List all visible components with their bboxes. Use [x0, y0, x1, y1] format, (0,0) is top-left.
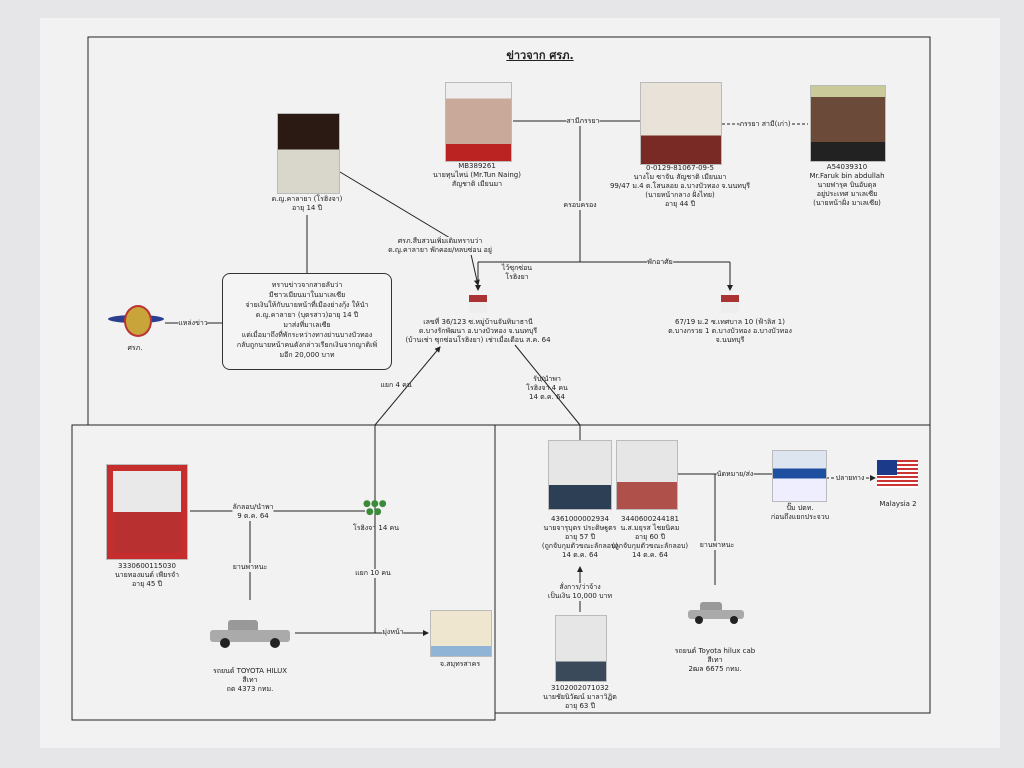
- split-4-label: แยก 4 คน: [380, 381, 412, 389]
- truck-caption: รถยนต์ TOYOTA HILUX สีเทา ถต 4373 กทม.: [212, 667, 288, 693]
- investigation-label: ศรภ.สืบสวนเพิ่มเติมทราบว่า ด.ญ.คาลายา พั…: [388, 237, 492, 255]
- ptt-caption: ปั๊ม ปตท. ก่อนถึงแยกประจวบ: [770, 504, 830, 521]
- vehicle-label: ยานพาหนะ: [699, 541, 735, 550]
- pickup-truck-icon: [688, 602, 744, 624]
- agency-logo-icon: [108, 305, 164, 337]
- suspect-jarubut-photo: [548, 440, 612, 510]
- appoint-label: นัดหมาย/ส่ง: [716, 470, 754, 479]
- people-group-icon: ●●● ●●: [363, 499, 387, 517]
- girl-photo: [277, 113, 340, 194]
- hire-label: สั่งการ/ว่าจ้าง เป็นเงิน 10,000 บาท: [547, 583, 613, 601]
- girl-caption: ด.ญ.คาลายา (โรฮิงจา) อายุ 14 ปี: [271, 195, 343, 212]
- suspect-thongmon-caption: 3330600115030 นายทองมนต์ เพียรจำ อายุ 45…: [114, 562, 180, 588]
- wife-caption: 0-0129-81067-09-5 นางโม ซาจัน สัญชาติ เม…: [609, 164, 751, 208]
- house-icon: [721, 295, 739, 313]
- ex-spouse-label: ภรรยา สามี(เก่า): [739, 120, 791, 129]
- hide-label: ไว้ซุกซ่อน โรฮิงยา: [501, 264, 533, 282]
- bottom-right-frame: [494, 424, 931, 714]
- house-icon: [469, 295, 487, 313]
- tun-naing-caption: MB389261 นายทุนไหน่ (Mr.Tun Naing) สัญชา…: [433, 162, 521, 188]
- suspect-mayuret-caption: 3440600244181 น.ส.มยุรส ไชยนิคม อายุ 60 …: [611, 515, 689, 559]
- suspect-thongmon-photo: [106, 464, 188, 560]
- possess-label: ครอบครอง: [563, 201, 597, 210]
- map-icon: [430, 610, 492, 657]
- destination-label: ปลายทาง: [835, 474, 865, 483]
- malaysia-label: Malaysia 2: [879, 500, 917, 508]
- tun-naing-photo: [445, 82, 512, 162]
- suspect-jarubut-caption: 4361000002934 นายจารุบุตร ประดิษฐูตร อาย…: [541, 515, 619, 559]
- wife-photo: [640, 82, 722, 165]
- smuggle-label: ลักลอบ/นำพา 9 ต.ค. 64: [232, 503, 274, 521]
- page-title: ข่าวจาก ศรภ.: [506, 49, 574, 62]
- pickup-label: รับ/นำพา โรฮิงจา 4 คน 14 ต.ค. 64: [526, 375, 568, 401]
- agency-label: ศรภ.: [127, 344, 143, 352]
- vehicle-label: ยานพาหนะ: [232, 563, 268, 572]
- truck-caption: รถยนต์ Toyota hilux cab สีเทา 2ฒล 6675 ก…: [674, 647, 756, 673]
- intel-note-box: ทราบข่าวจากสายลับว่า มีชาวเมียนมาในมาเลเ…: [222, 273, 392, 370]
- pickup-truck-icon: [210, 620, 290, 648]
- spouse-label: สามีภรรยา: [566, 117, 600, 126]
- heading-label: มุ่งหน้า: [382, 628, 404, 637]
- malaysia-flag-icon: [877, 460, 918, 488]
- reside-label: พักอาศัย: [647, 258, 673, 267]
- group-label: โรฮิงจา 14 คน: [352, 524, 400, 532]
- source-label: แหล่งข่าว: [178, 319, 208, 328]
- house2-address: 67/19 ม.2 ซ.เทศบาล 10 (ฟ้าลิส 1) ต.บางกร…: [668, 318, 792, 344]
- split-10-label: แยก 10 คน: [355, 569, 391, 578]
- faruk-photo: [810, 85, 886, 162]
- suspect-chainiwat-photo: [555, 615, 607, 682]
- faruk-caption: A54039310 Mr.Faruk bin abdullah นายฟารุค…: [809, 163, 885, 207]
- house1-address: เลขที่ 36/123 ซ.หมู่บ้านจันทิมาธานี ต.บา…: [405, 318, 551, 344]
- ptt-station-photo: [772, 450, 827, 502]
- destination-label: จ.สมุทรสาคร: [439, 660, 481, 668]
- suspect-chainiwat-caption: 3102002071032 นายชัยนิวัฒน์ มาลาวิฏิต อา…: [543, 684, 617, 710]
- suspect-mayuret-photo: [616, 440, 678, 510]
